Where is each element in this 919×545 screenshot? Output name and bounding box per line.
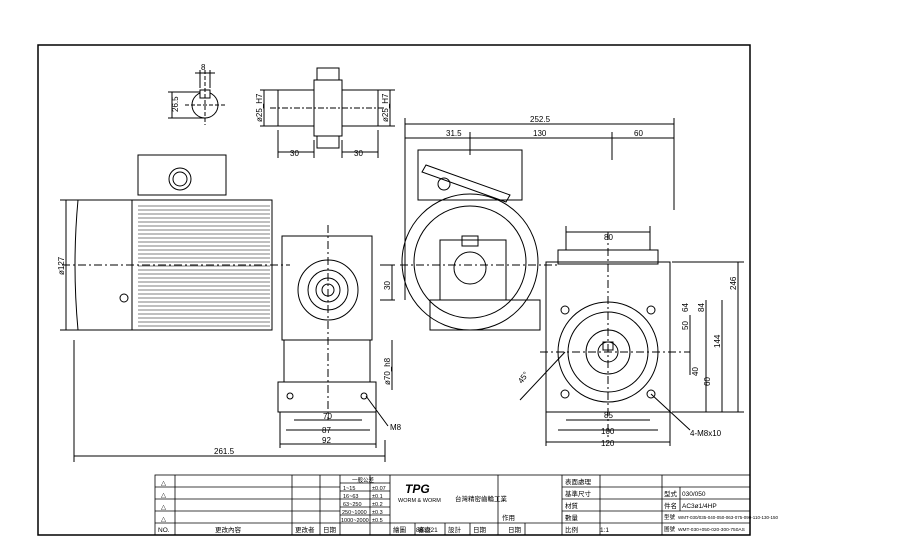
angle-45-label: 45° [516, 370, 530, 385]
assembly-front-view [400, 118, 744, 446]
tolerance-value-4: ±0.3 [372, 510, 383, 516]
base-holes-label: 4-M8x10 [690, 429, 722, 438]
scale-value: 1:1 [600, 527, 609, 534]
flange-80-label: 80 [604, 233, 613, 242]
shaft-30-left-label: 30 [290, 149, 299, 158]
tolerance-range-3: 63~250 [343, 502, 362, 508]
height-84-label: 84 [697, 303, 706, 312]
base-100-label: 100 [601, 427, 615, 436]
designed-label: 設計 [448, 525, 462, 534]
no-label: NO. [158, 527, 170, 534]
surface-label: 表面處理 [565, 477, 592, 486]
model-label: 型號 [664, 513, 676, 521]
company-logo: TPG WORM & WORM [398, 482, 441, 504]
scale-label: 比例 [565, 525, 578, 534]
width-70-label: 70 [323, 412, 332, 421]
motor-diameter-label: ø127 [57, 256, 66, 275]
tolerance-value-3: ±0.2 [372, 502, 383, 508]
standard-size-label: 基準尺寸 [565, 489, 592, 498]
top-total-label: 252.5 [530, 115, 551, 124]
height-60-label: 60 [703, 377, 712, 386]
date-label-2: 日期 [473, 526, 487, 534]
item-label: 件名 [664, 501, 677, 510]
overall-length-label: 261.5 [214, 447, 235, 456]
key-detail [168, 70, 225, 125]
shaft-bore-left-label: ø25_H7 [255, 93, 264, 122]
rev-mark-4: △ [161, 516, 167, 523]
tolerance-range-5: 1000~2000 [341, 518, 369, 524]
change-person-label: 更改者 [295, 525, 315, 534]
type-label: 型式 [664, 489, 678, 498]
made-label: 作用 [502, 513, 515, 522]
tolerance-header: 一般公差 [352, 476, 375, 484]
date-value: 881221 [416, 527, 438, 534]
date-label-3: 日期 [508, 526, 522, 534]
shaft-bore-right-label: ø25_H7 [381, 93, 390, 122]
shaft-detail [260, 67, 395, 158]
title-block-lines [154, 474, 751, 536]
logo-text: TPG [405, 482, 430, 496]
item-value: AC3ø1/4HP [682, 503, 717, 510]
rev-mark-2: △ [161, 492, 167, 499]
company-name: 台灣精密齒輪工業 [455, 494, 508, 503]
drawing-no-value: WMT-030+050-020-300-750AS [678, 527, 745, 533]
width-92-label: 92 [322, 436, 331, 445]
tolerance-value-2: ±0.1 [372, 494, 383, 500]
width-87-label: 87 [322, 426, 331, 435]
height-144-label: 144 [713, 334, 722, 348]
top-130-label: 130 [533, 129, 547, 138]
company-sub: WORM & WORM [398, 498, 441, 504]
rev-mark-1: △ [161, 480, 167, 487]
top-31-5-label: 31.5 [446, 129, 462, 138]
height-40-label: 40 [691, 367, 700, 376]
change-content-label: 更改內容 [215, 525, 242, 534]
base-120-label: 120 [601, 439, 615, 448]
key-width-label: 8 [201, 63, 206, 72]
rev-mark-3: △ [161, 504, 167, 511]
tolerance-value-5: ±0.5 [372, 518, 383, 524]
approved-label: 審查 [418, 525, 432, 534]
qty-label: 數量 [565, 513, 579, 522]
drawing-no-label: 圖號 [664, 525, 676, 533]
key-height-label: 26.5 [171, 96, 180, 112]
height-64-label: 64 [681, 303, 690, 312]
base-85-label: 85 [604, 411, 613, 420]
change-date-label: 日期 [323, 526, 337, 534]
gearbox-side-view [277, 225, 395, 448]
tolerance-range-2: 16~63 [343, 494, 358, 500]
tolerance-value-1: ±0.07 [372, 486, 386, 492]
bore-70-label: ø70_h8 [383, 357, 392, 385]
drawn-label: 繪圖 [393, 525, 406, 534]
material-label: 材質 [565, 501, 579, 510]
type-value: 030/050 [682, 491, 706, 498]
height-246-label: 246 [729, 276, 738, 290]
m8-label: M8 [390, 423, 402, 432]
shaft-30-right-label: 30 [354, 149, 363, 158]
height-50-label: 50 [681, 321, 690, 330]
model-value: WMT-030/035-040-050-063-075-090-110-130-… [678, 515, 778, 520]
top-60-label: 60 [634, 129, 643, 138]
motor-side-view [60, 154, 386, 462]
tolerance-range-1: 1~15 [343, 486, 355, 492]
tolerance-range-4: 250~1000 [342, 510, 367, 516]
output-30-label: 30 [383, 281, 392, 290]
